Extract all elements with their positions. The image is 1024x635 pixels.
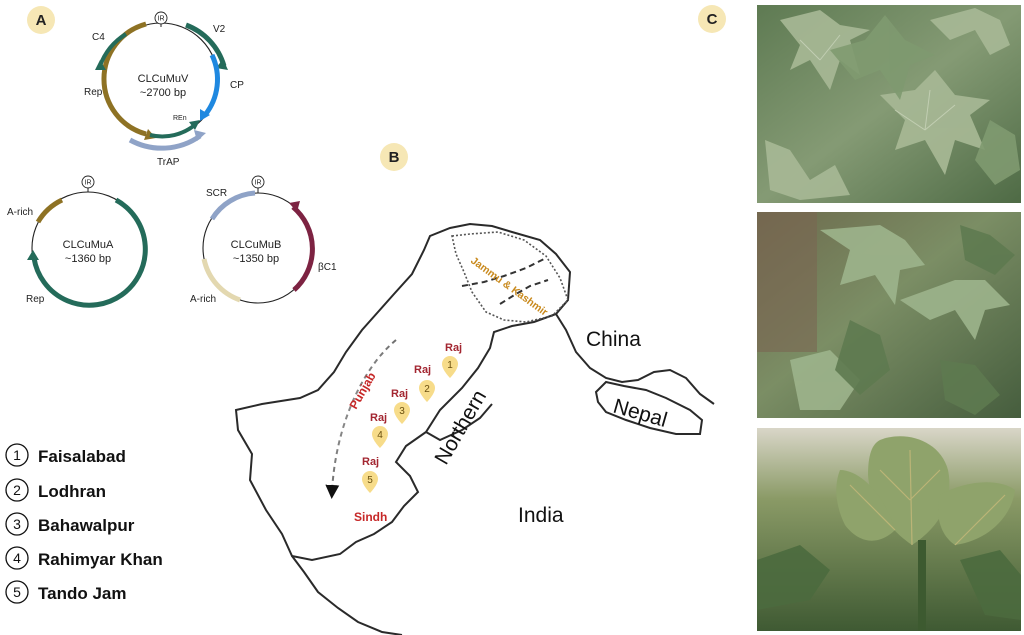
sindh-label: Sindh (354, 510, 387, 524)
cp-gene-arc (203, 53, 220, 117)
panel-badge-c: C (698, 5, 726, 33)
legend-item: 5 Tando Jam (5, 580, 126, 604)
a-rich-label: A-rich (7, 207, 33, 218)
a-rich-arc (201, 258, 241, 303)
china-border (555, 313, 715, 405)
a-rich-label: A-rich (190, 294, 216, 305)
site-pin: Raj 3 (391, 388, 410, 424)
rep-label: Rep (84, 87, 103, 98)
svg-text:5: 5 (367, 475, 373, 486)
legend-name: Rahimyar Khan (38, 550, 163, 569)
v2-label: V2 (213, 24, 226, 35)
panel-label-a: A (36, 12, 47, 29)
svg-text:2: 2 (424, 384, 430, 395)
northern-label: Northern (430, 386, 491, 468)
svg-text:Raj: Raj (370, 412, 387, 424)
nepal-label: Nepal (611, 395, 670, 432)
ren-gene-arc (149, 122, 198, 139)
plasmid-size: ~2700 bp (140, 87, 186, 99)
trap-label: TrAP (157, 157, 180, 168)
panel-label-b: B (389, 149, 400, 166)
spread-arrow (325, 339, 397, 499)
svg-text:Raj: Raj (391, 388, 408, 400)
india-border (291, 555, 403, 635)
bc1-gene-arc (291, 205, 315, 292)
ren-label: REn (173, 115, 187, 122)
legend-name: Bahawalpur (38, 516, 135, 535)
site-pin: Raj 5 (362, 456, 379, 493)
site-pin: Raj 4 (370, 412, 388, 448)
scr-label: SCR (206, 188, 227, 199)
c4-label: C4 (92, 32, 105, 43)
plasmid-title: CLCuMuV (138, 73, 189, 85)
svg-text:Raj: Raj (414, 364, 431, 376)
svg-text:4: 4 (377, 430, 383, 441)
plasmid-title: CLCuMuA (63, 239, 114, 251)
panel-badge-a: A (27, 6, 55, 34)
jammu-kashmir-label: Jammu & Kashmir (468, 255, 550, 319)
svg-text:Raj: Raj (362, 456, 379, 468)
nepal-outline (594, 380, 704, 435)
site-legend: 1 Faisalabad 2 Lodhran 3 Bahawalpur 4 Ra… (5, 443, 163, 604)
plasmid-clcumub: IR SCR βC1 A-rich CLCuMuB ~1350 bp (190, 175, 337, 305)
legend-item: 2 Lodhran (5, 478, 106, 502)
svg-text:3: 3 (13, 516, 21, 532)
china-label: China (586, 328, 641, 351)
kashmir-outline (451, 231, 569, 323)
rep-gene-arc (101, 21, 147, 137)
site-pin: Raj 1 (442, 342, 462, 378)
rep-gene-arc (31, 197, 148, 308)
legend-item: 1 Faisalabad (5, 443, 126, 467)
legend-name: Faisalabad (38, 447, 126, 466)
india-label: India (518, 504, 564, 527)
plasmid-size: ~1360 bp (65, 253, 111, 265)
svg-text:1: 1 (13, 447, 21, 463)
legend-item: 3 Bahawalpur (5, 512, 135, 536)
photo-cotton-leaf-enations (757, 428, 1021, 631)
kashmir-line (499, 279, 549, 305)
plasmid-size: ~1350 bp (233, 253, 279, 265)
photo-healthy-cotton-leaves (757, 5, 1021, 203)
rep-label: Rep (26, 294, 45, 305)
ir-label: IR (255, 180, 262, 187)
cp-label: CP (230, 80, 244, 91)
svg-text:3: 3 (399, 406, 405, 417)
map: Punjab Sindh Jammu & Kashmir China Nepal… (234, 222, 715, 635)
site-pin: Raj 2 (414, 364, 435, 402)
panel-label-c: C (707, 11, 718, 28)
svg-text:1: 1 (447, 360, 453, 371)
plasmid-clcumuv: IR C4 V2 CP Rep REn TrAP CLCuMuV ~2700 b… (84, 11, 244, 168)
india-border (425, 403, 493, 442)
plasmid-title: CLCuMuB (231, 239, 282, 251)
ir-label: IR (85, 180, 92, 187)
legend-item: 4 Rahimyar Khan (5, 546, 163, 570)
scr-arc (209, 190, 256, 221)
trap-gene-arc (128, 133, 202, 151)
legend-name: Tando Jam (38, 584, 126, 603)
panel-badge-b: B (380, 143, 408, 171)
legend-name: Lodhran (38, 482, 106, 501)
svg-text:2: 2 (13, 482, 21, 498)
plasmid-clcumua: IR A-rich Rep CLCuMuA ~1360 bp (7, 175, 148, 308)
kashmir-line (461, 257, 547, 287)
svg-text:4: 4 (13, 550, 21, 566)
a-rich-arc (35, 197, 64, 224)
pakistan-outline (234, 222, 572, 562)
ir-label: IR (158, 16, 165, 23)
svg-text:Raj: Raj (445, 342, 462, 354)
punjab-label: Punjab (346, 370, 378, 412)
bc1-label: βC1 (318, 262, 337, 273)
svg-text:5: 5 (13, 584, 21, 600)
photo-curled-cotton-leaves (757, 212, 1021, 418)
